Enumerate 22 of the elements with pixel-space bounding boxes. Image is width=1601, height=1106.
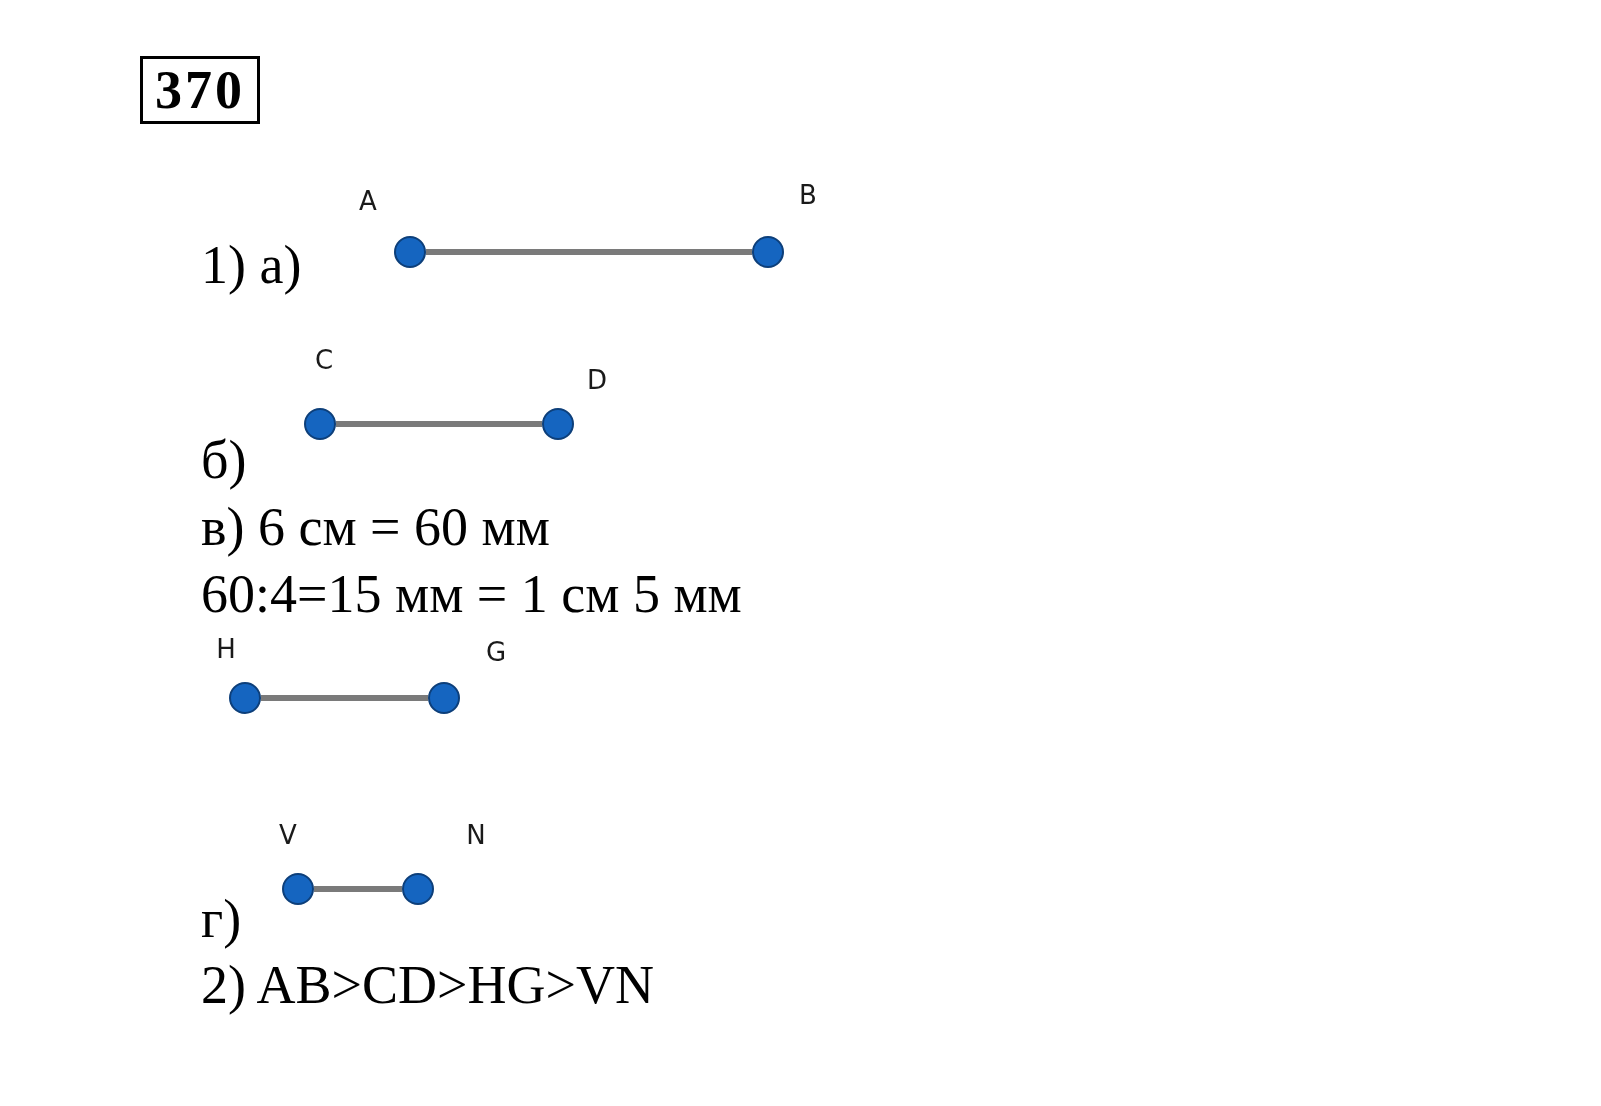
point-marker: [304, 408, 336, 440]
point-marker: [752, 236, 784, 268]
line-segment: [426, 249, 752, 255]
point-marker: [394, 236, 426, 268]
point-label: A: [359, 188, 377, 214]
point-marker: [229, 682, 261, 714]
point-label: D: [587, 367, 607, 393]
answer-text: 60:4=15 мм = 1 см 5 мм: [201, 567, 742, 621]
point-marker: [282, 873, 314, 905]
point-label: H: [216, 636, 236, 662]
point-label: B: [799, 182, 817, 208]
problem-number: 370: [140, 56, 260, 124]
point-label: C: [314, 347, 334, 373]
point-label: V: [279, 822, 297, 848]
point-label: N: [466, 822, 486, 848]
line-segment: [314, 886, 402, 892]
line-segment: [261, 695, 428, 701]
point-marker: [542, 408, 574, 440]
point-label: G: [485, 639, 507, 665]
point-marker: [402, 873, 434, 905]
point-marker: [428, 682, 460, 714]
line-segment: [336, 421, 542, 427]
